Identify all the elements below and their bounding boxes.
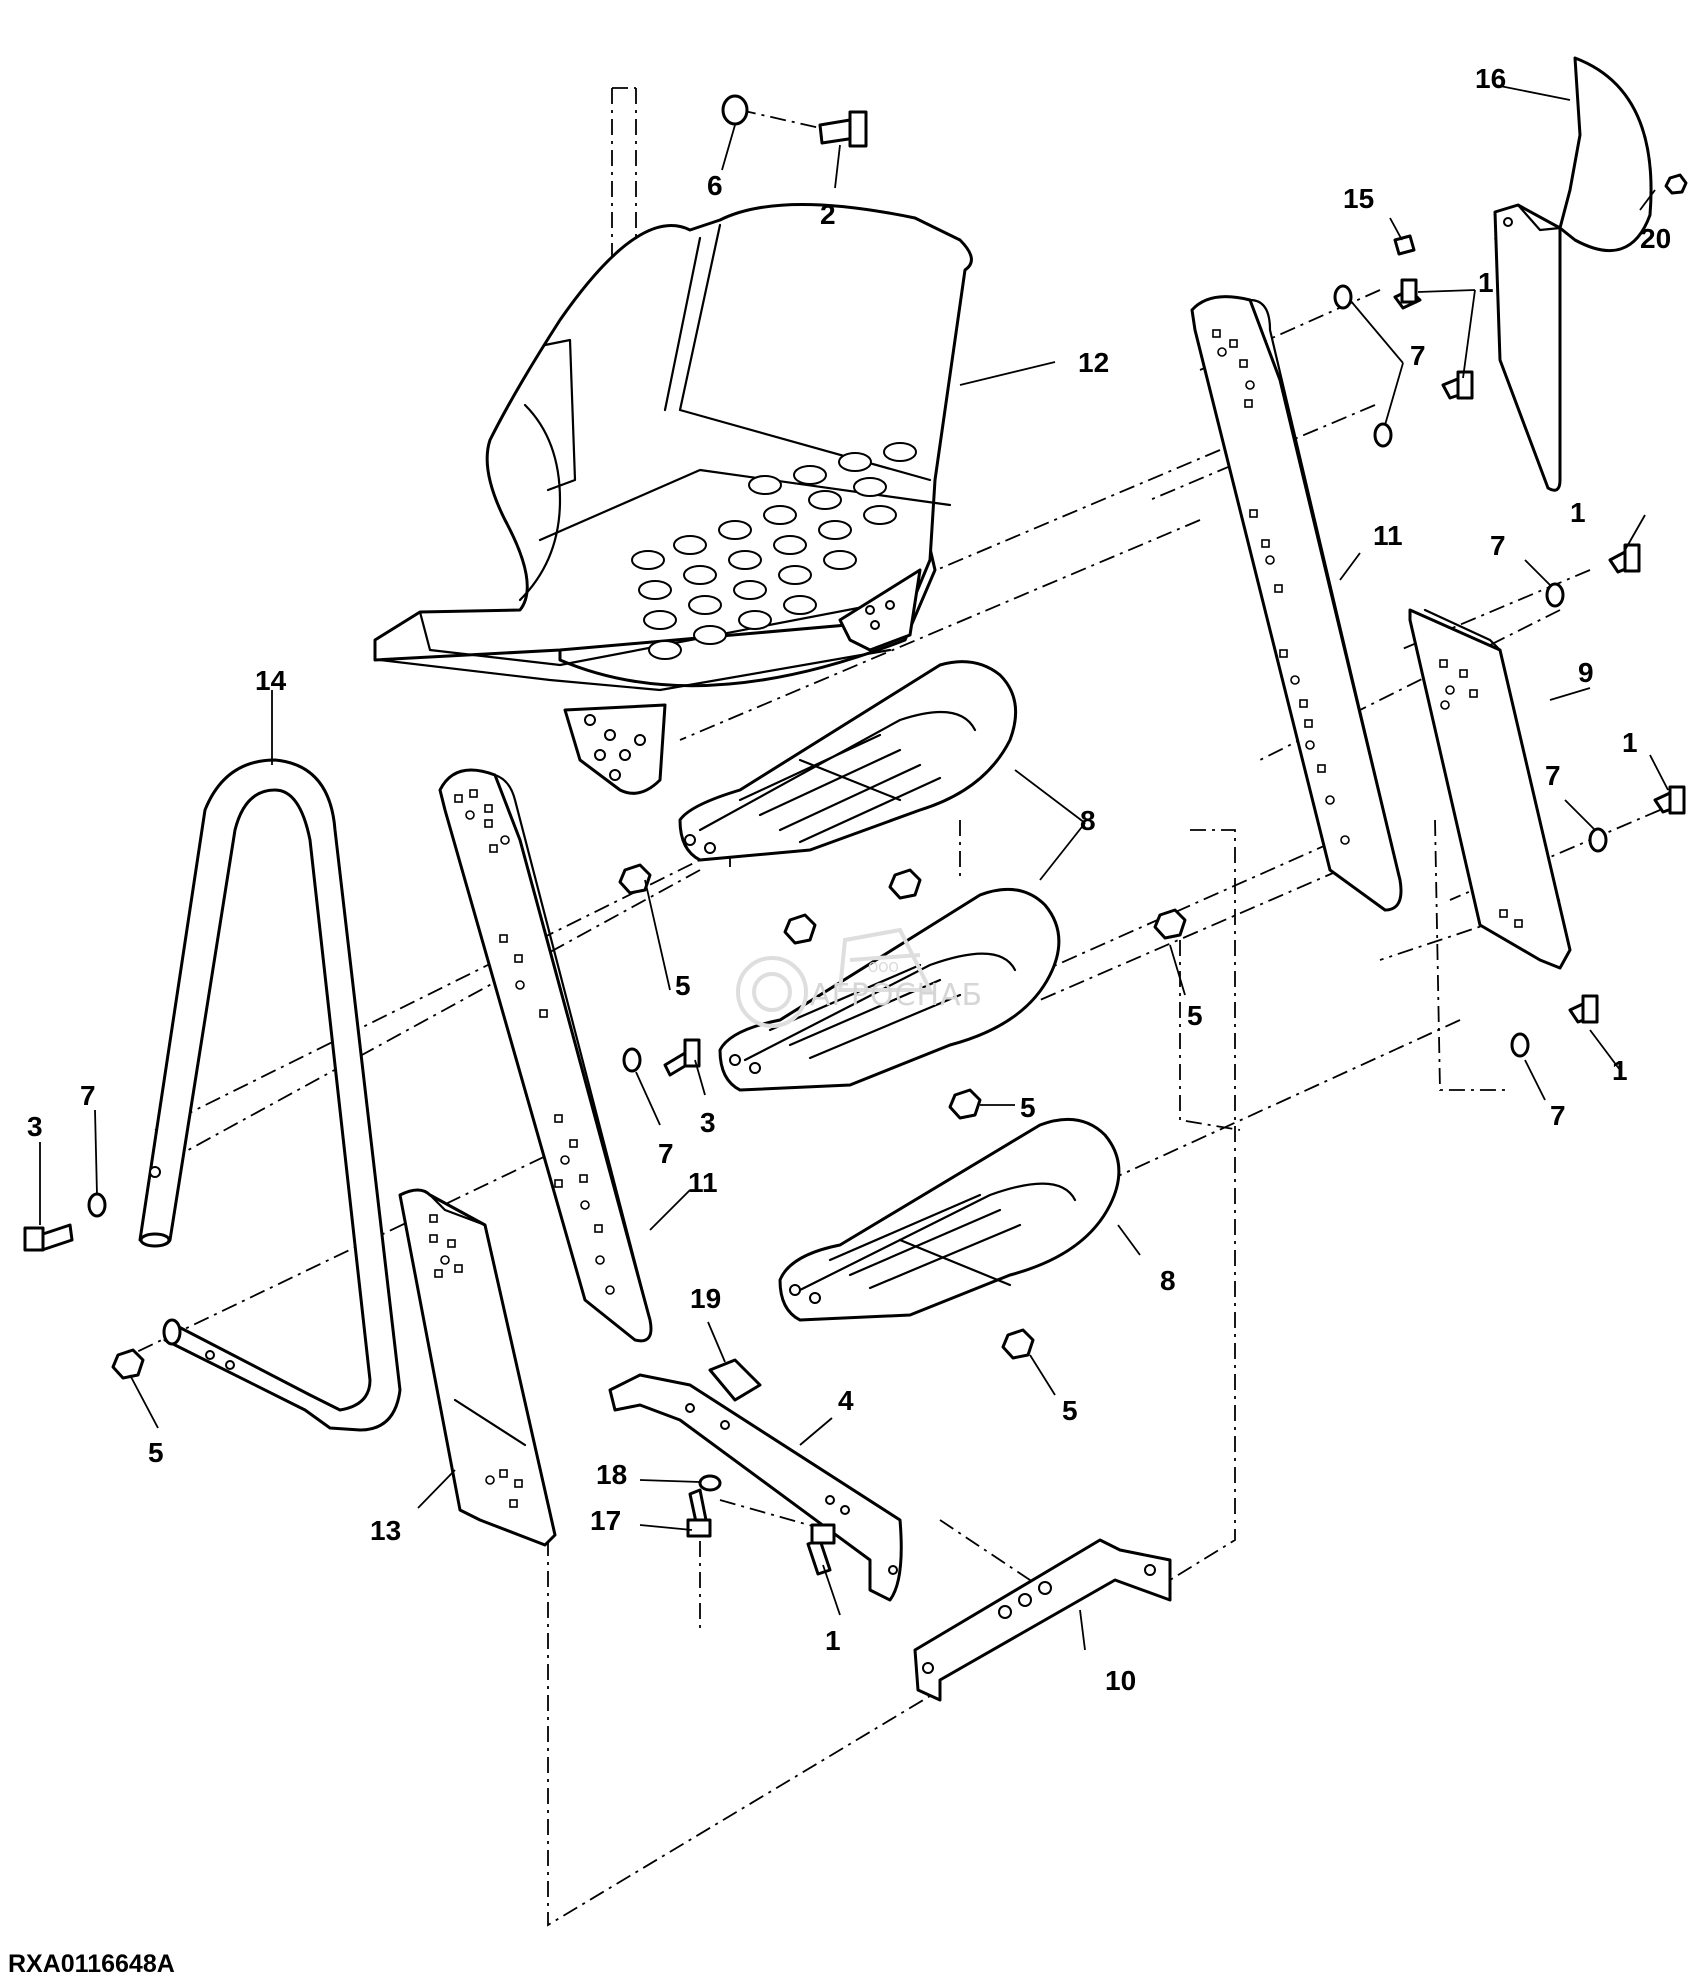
step-upper	[678, 660, 1018, 862]
callout-12: 12	[1078, 347, 1109, 378]
watermark-company: АГРОСНАБ	[810, 978, 983, 1013]
callout-3b: 3	[700, 1107, 716, 1138]
figure-reference: RXA0116648A	[8, 1950, 175, 1978]
callout-3a: 3	[27, 1111, 43, 1142]
callout-7a: 7	[1410, 340, 1426, 371]
callouts: 6 2 12 16 15 20 1 7 11 1 7 9 1 7 8 5 1 7…	[27, 63, 1671, 1696]
callout-13: 13	[370, 1515, 401, 1546]
callout-5c: 5	[1062, 1395, 1078, 1426]
lower-bracket	[608, 1373, 903, 1602]
callout-7d: 7	[1550, 1100, 1566, 1131]
callout-18: 18	[596, 1459, 627, 1490]
platform-tread-holes	[631, 442, 917, 660]
callout-8a: 8	[1080, 805, 1096, 836]
callout-20: 20	[1640, 223, 1671, 254]
fasteners	[23, 94, 1688, 1576]
callout-1d: 1	[1612, 1055, 1628, 1086]
callout-5b: 5	[1020, 1092, 1036, 1123]
watermark-company-small: ООО	[868, 961, 899, 976]
callout-11a: 11	[1373, 520, 1403, 551]
callout-2: 2	[820, 199, 836, 230]
callout-11b: 11	[688, 1167, 718, 1198]
callout-1a: 1	[1478, 267, 1494, 298]
handrail	[138, 758, 402, 1432]
callout-1e: 1	[825, 1625, 841, 1656]
callout-8b: 8	[1160, 1265, 1176, 1296]
callout-7b: 7	[1490, 530, 1506, 561]
side-plate-right	[1190, 295, 1403, 912]
side-shield	[1493, 56, 1653, 492]
callout-6: 6	[707, 170, 723, 201]
callout-4: 4	[838, 1385, 854, 1416]
callout-7f: 7	[658, 1138, 674, 1169]
callout-17: 17	[590, 1505, 621, 1536]
lower-plate-left	[398, 1188, 557, 1547]
base-bracket	[913, 1538, 1172, 1702]
callout-7e: 7	[80, 1080, 96, 1111]
rear-plate-right	[1408, 608, 1572, 970]
callout-1b: 1	[1570, 497, 1586, 528]
callout-16: 16	[1475, 63, 1506, 94]
callout-9: 9	[1578, 657, 1594, 688]
step-lower	[778, 1117, 1121, 1322]
leader-lines	[39, 84, 1669, 1651]
side-plate-left	[438, 768, 653, 1343]
callout-1c: 1	[1622, 727, 1638, 758]
callout-10: 10	[1105, 1665, 1136, 1696]
operator-platform	[373, 202, 973, 795]
callout-5e: 5	[148, 1437, 164, 1468]
callout-15: 15	[1343, 183, 1374, 214]
watermark: ООО АГРОСНАБ	[736, 927, 983, 1028]
callout-19: 19	[690, 1283, 721, 1314]
callout-7c: 7	[1545, 760, 1561, 791]
callout-5a: 5	[1187, 1000, 1203, 1031]
gear-tractor-logo-icon	[736, 927, 934, 1028]
callout-14: 14	[255, 665, 287, 696]
assembly-axis-lines	[119, 87, 1661, 1927]
callout-5d: 5	[675, 970, 691, 1001]
